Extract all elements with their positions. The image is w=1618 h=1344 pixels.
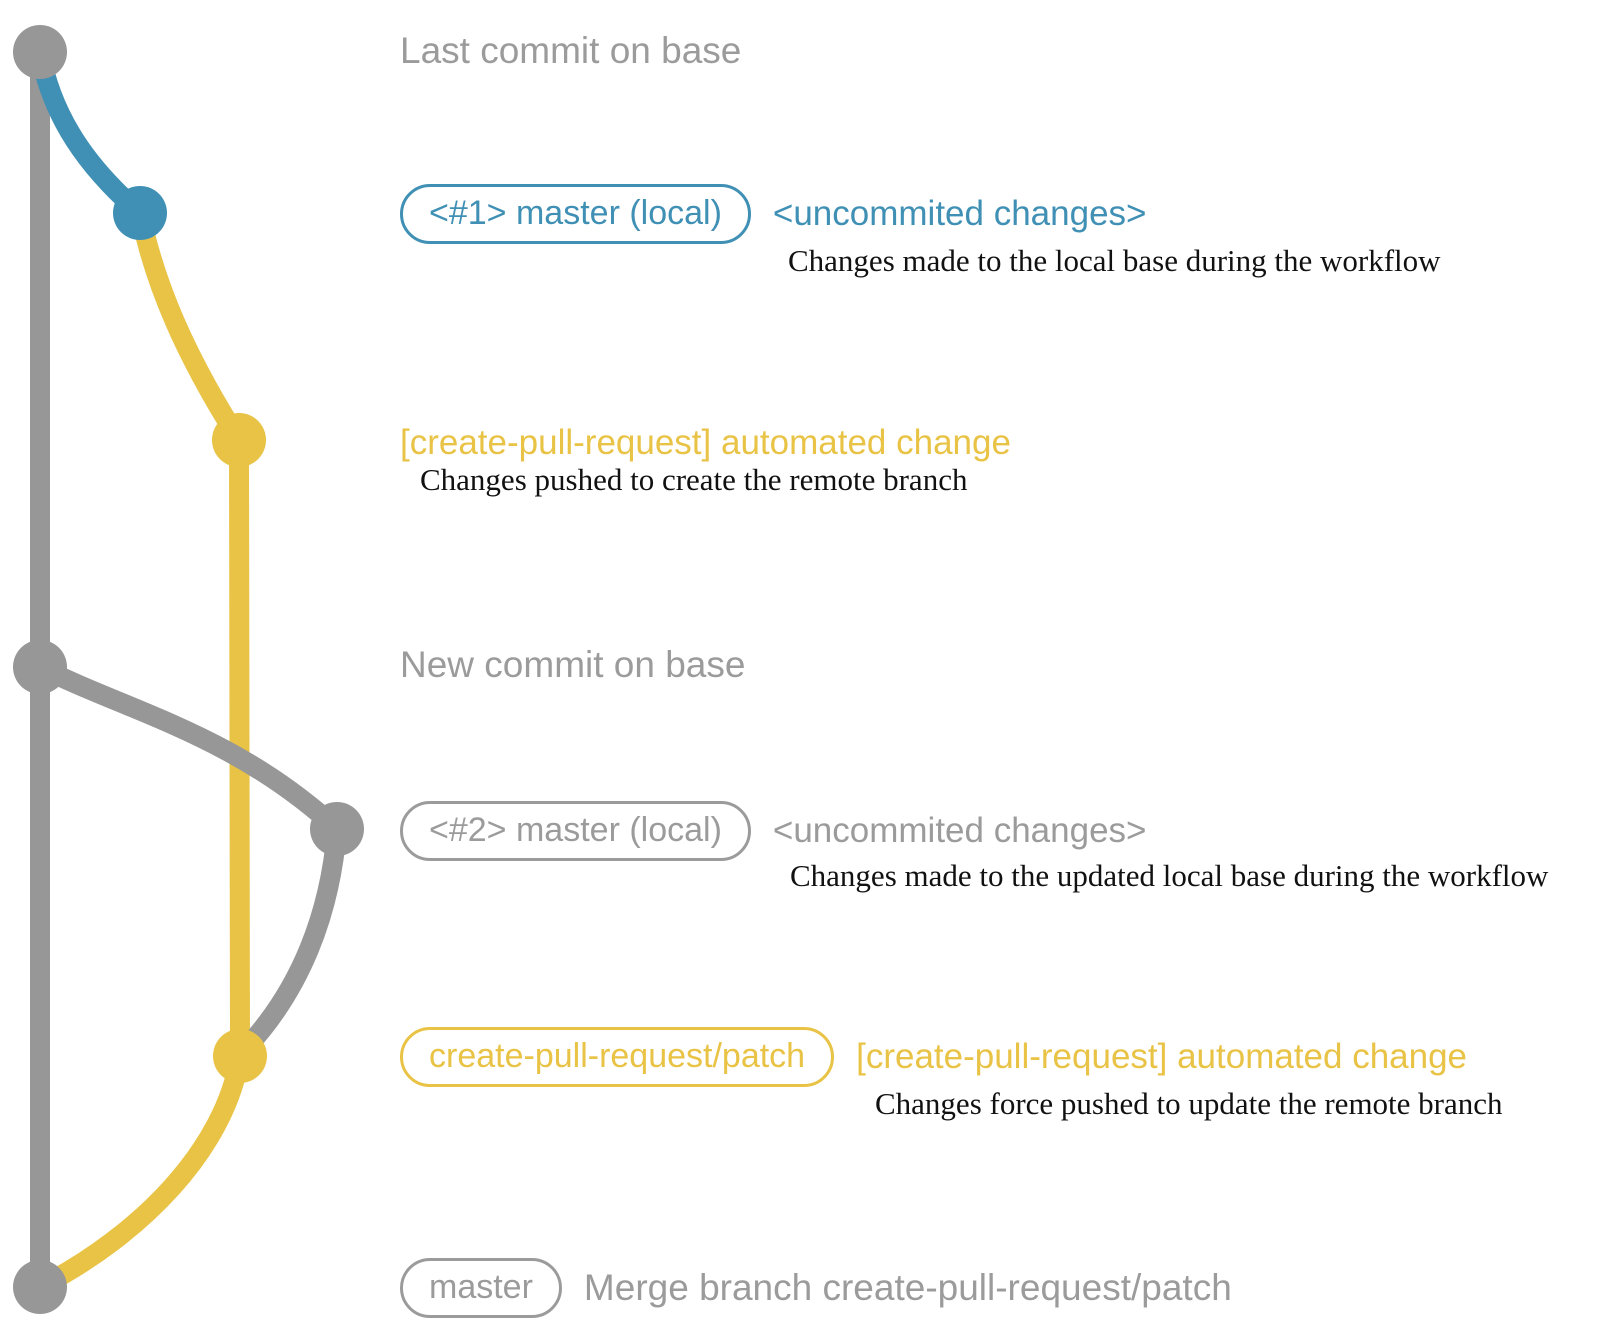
commit-node-last-commit-on-base bbox=[13, 25, 67, 79]
commit-row-merge: master Merge branch create-pull-request/… bbox=[400, 1257, 1232, 1319]
branch-badge-master-local-2: <#2> master (local) bbox=[400, 800, 751, 862]
branch-edge-local-2-to-patch bbox=[238, 828, 347, 1055]
branch-edge-patch-merge-to-base bbox=[37, 1054, 250, 1295]
branch-edge-branch-to-local-1 bbox=[30, 50, 147, 221]
commit-row-local-2: <#2> master (local) <uncommited changes> bbox=[400, 800, 1146, 862]
commit-node-uncommited-1 bbox=[113, 186, 167, 240]
commit-node-automated-change-2 bbox=[213, 1029, 267, 1083]
commit-message-uncommited-1: <uncommited changes> bbox=[772, 194, 1147, 233]
caption-pushed-to-create: Changes pushed to create the remote bran… bbox=[420, 462, 968, 497]
commit-node-automated-change-1 bbox=[212, 413, 266, 467]
commit-node-new-commit-on-base bbox=[13, 640, 67, 694]
branch-edge-base-to-local-2 bbox=[35, 658, 344, 837]
commit-node-merge-commit bbox=[13, 1260, 67, 1314]
caption-force-pushed: Changes force pushed to update the remot… bbox=[875, 1086, 1503, 1121]
annotation-last-commit-on-base: Last commit on base bbox=[400, 30, 742, 71]
branch-badge-master-local-1: <#1> master (local) bbox=[400, 183, 751, 245]
commit-message-automated-1: [create-pull-request] automated change bbox=[400, 423, 1011, 462]
commit-node-uncommited-2 bbox=[310, 802, 364, 856]
commit-message-automated-2: [create-pull-request] automated change bbox=[856, 1037, 1468, 1076]
caption-local-changes-1: Changes made to the local base during th… bbox=[788, 243, 1441, 278]
branch-badge-create-pull-request-patch: create-pull-request/patch bbox=[400, 1026, 835, 1088]
commit-row-automated-1: [create-pull-request] automated change bbox=[400, 412, 1011, 474]
branch-badge-master: master bbox=[400, 1257, 562, 1319]
caption-local-changes-2: Changes made to the updated local base d… bbox=[790, 858, 1549, 893]
commit-message-merge: Merge branch create-pull-request/patch bbox=[583, 1267, 1232, 1308]
annotation-new-commit-on-base: New commit on base bbox=[400, 644, 746, 685]
commit-message-uncommited-2: <uncommited changes> bbox=[772, 811, 1147, 850]
commit-row-local-1: <#1> master (local) <uncommited changes> bbox=[400, 183, 1146, 245]
branch-edge-local-1-to-patch bbox=[130, 210, 248, 446]
commit-row-automated-2: create-pull-request/patch [create-pull-r… bbox=[400, 1026, 1467, 1088]
